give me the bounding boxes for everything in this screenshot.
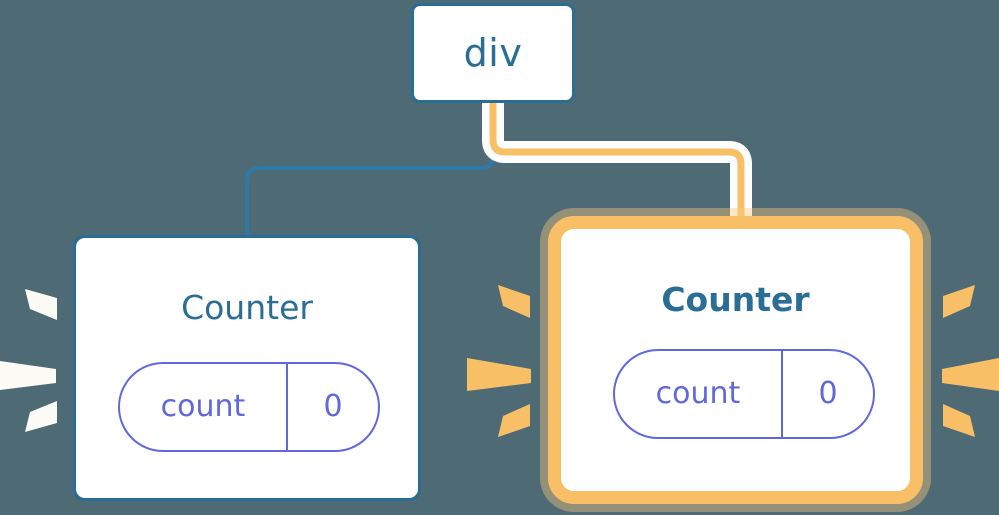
state-pill[interactable]: count 0 bbox=[118, 362, 380, 452]
burst-ray bbox=[943, 285, 975, 318]
component-title: Counter bbox=[181, 288, 313, 327]
edge-div-to-counter-right bbox=[489, 103, 745, 232]
burst-rays-counter-left-white bbox=[0, 289, 57, 432]
burst-ray bbox=[467, 358, 531, 391]
component-card-counter-left[interactable]: Counter count 0 bbox=[73, 235, 421, 501]
burst-rays-counter-right-orange-left bbox=[467, 285, 531, 437]
state-key: count bbox=[120, 364, 288, 450]
node-div-label: div bbox=[463, 31, 523, 75]
burst-ray bbox=[0, 361, 56, 390]
burst-ray bbox=[498, 404, 530, 437]
component-title: Counter bbox=[661, 280, 810, 319]
burst-ray bbox=[498, 285, 530, 318]
node-div[interactable]: div bbox=[411, 3, 575, 103]
burst-ray bbox=[943, 404, 975, 437]
state-pill[interactable]: count 0 bbox=[613, 349, 875, 439]
state-value: 0 bbox=[818, 376, 838, 411]
edge-div-to-counter-left bbox=[245, 103, 495, 237]
burst-ray bbox=[25, 401, 57, 432]
state-value: 0 bbox=[323, 389, 343, 424]
state-key: count bbox=[615, 351, 783, 437]
component-card-counter-right[interactable]: Counter count 0 bbox=[548, 216, 923, 504]
burst-ray bbox=[942, 358, 999, 391]
burst-rays-counter-right-orange-right bbox=[942, 285, 999, 437]
burst-ray bbox=[25, 289, 57, 320]
